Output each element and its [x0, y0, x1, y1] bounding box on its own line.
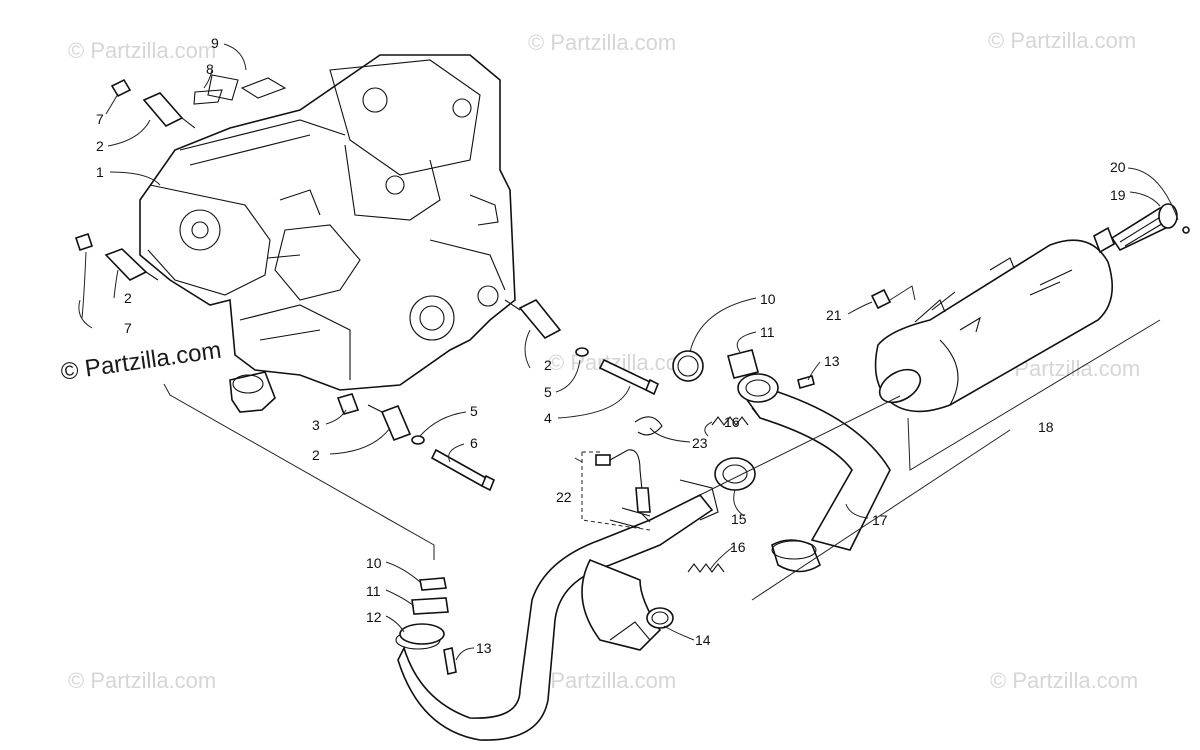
callout-label: 7 — [96, 111, 104, 127]
callout-label: 5 — [544, 384, 552, 400]
callout-label: 5 — [470, 403, 478, 419]
header-pipe — [395, 479, 719, 741]
nut-21 — [870, 288, 892, 310]
callout-label: 14 — [695, 632, 711, 648]
callout-label: 11 — [760, 324, 775, 340]
watermark: © Partzilla.com — [68, 668, 216, 693]
bolts — [443, 375, 815, 675]
leader-lines — [78, 43, 1179, 661]
callout-label: 6 — [470, 435, 478, 451]
callout-label: 2 — [544, 357, 552, 373]
callout-label: 12 — [366, 609, 382, 625]
muffler — [874, 226, 1115, 413]
callout-label: 19 — [1110, 187, 1126, 203]
callout-label: 10 — [760, 291, 776, 307]
callout-label: 15 — [731, 511, 747, 527]
engine-illustration — [139, 54, 516, 413]
callout-label: 16 — [724, 414, 740, 430]
callout-label: 13 — [476, 640, 492, 656]
watermark-main: © Partzilla.com — [59, 337, 223, 386]
callout-label: 18 — [1038, 419, 1054, 435]
callout-labels: 9 8 7 2 1 2 7 2 5 4 3 2 5 6 10 11 13 16 … — [96, 35, 1126, 656]
watermark: © Partzilla.com — [528, 30, 676, 55]
callout-label: 17 — [872, 512, 888, 528]
callout-label: 9 — [211, 35, 219, 51]
engine-fasteners — [74, 78, 660, 492]
callout-label: 11 — [366, 583, 381, 599]
callout-label: 23 — [692, 435, 708, 451]
callout-label: 4 — [544, 410, 552, 426]
watermark: © Partzilla.com — [988, 28, 1136, 53]
watermark: © Partzilla.com — [68, 38, 216, 63]
callout-label: 8 — [206, 61, 214, 77]
rear-exhaust-pipe — [738, 389, 891, 573]
callout-label: 10 — [366, 555, 382, 571]
callout-label: 7 — [124, 320, 132, 336]
callout-label: 21 — [826, 307, 842, 323]
callout-label: 22 — [556, 489, 572, 505]
callout-label: 16 — [730, 539, 746, 555]
o2-sensor — [581, 449, 651, 531]
callout-label: 2 — [96, 138, 104, 154]
watermark: © Partzilla.com — [990, 668, 1138, 693]
callout-label: 1 — [96, 164, 104, 180]
spark-arrestor — [1110, 203, 1190, 252]
callout-label: 3 — [312, 417, 320, 433]
springs — [687, 416, 749, 573]
watermark: © Partzilla.com — [528, 668, 676, 693]
callout-label: 2 — [312, 447, 320, 463]
callout-label: 20 — [1110, 159, 1126, 175]
callout-label: 2 — [124, 290, 132, 306]
callout-label: 13 — [824, 353, 840, 369]
